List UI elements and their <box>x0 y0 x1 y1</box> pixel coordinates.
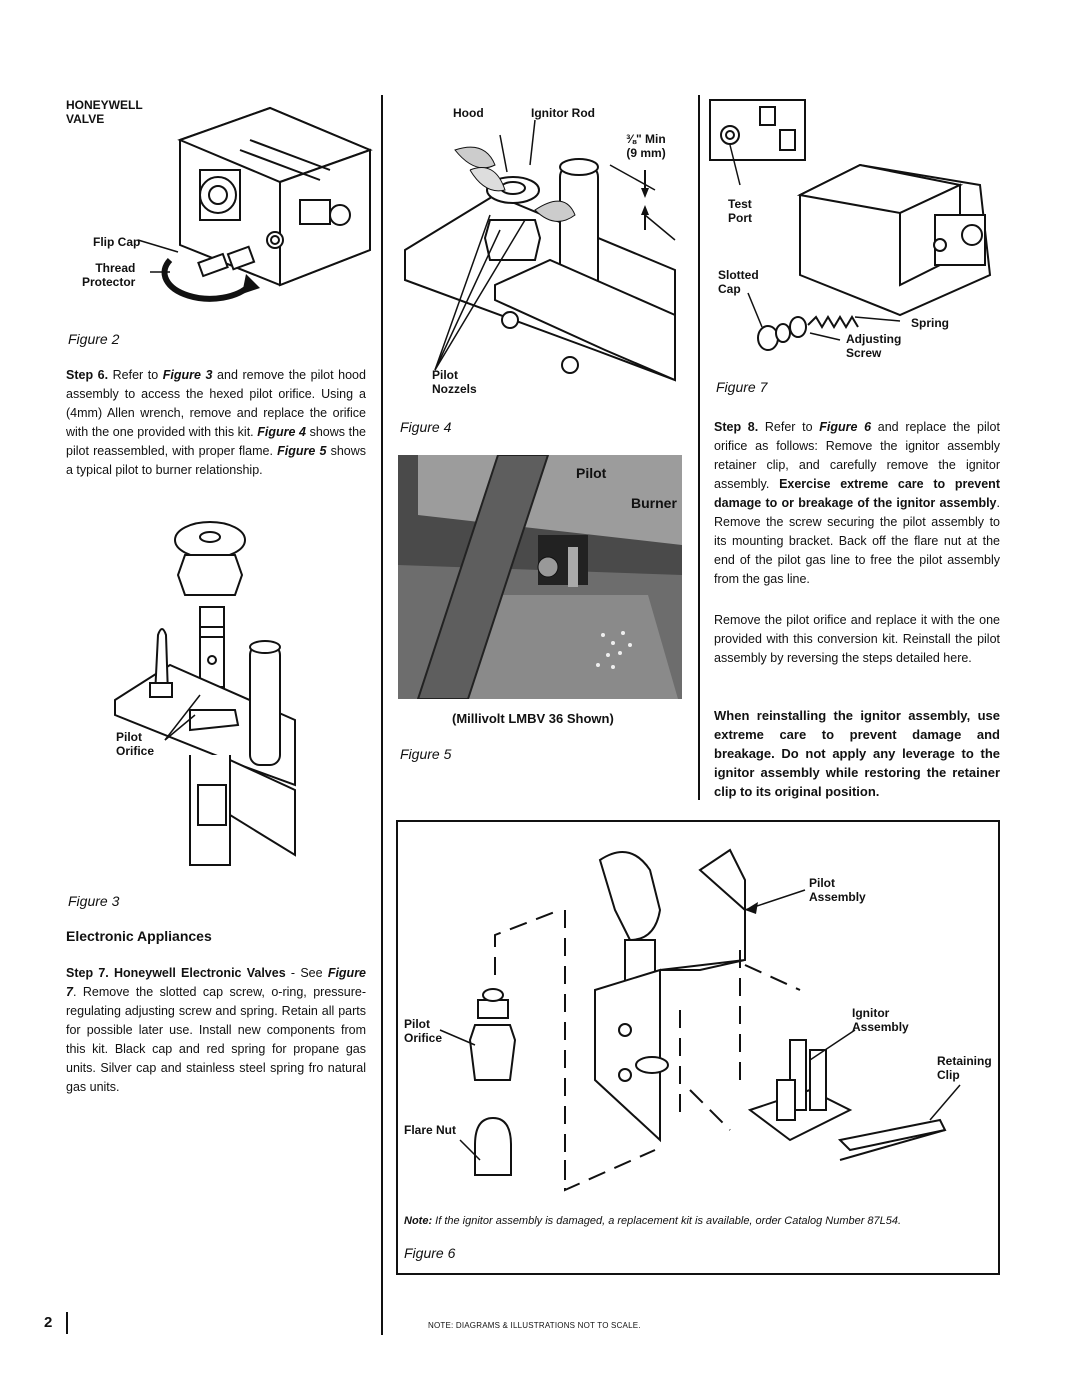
column-rule-right <box>698 95 700 800</box>
label-pilot-nozzels: Pilot Nozzels <box>432 368 477 396</box>
label-test-port: Test Port <box>728 197 752 225</box>
figure-7-ref[interactable]: Figure 7 <box>66 966 367 999</box>
label-retaining-clip: Retaining Clip <box>937 1054 992 1082</box>
label-slotted-cap: Slotted Cap <box>718 268 759 296</box>
label-min-clearance: ⅜" Min (9 mm) <box>626 132 666 160</box>
page-number: 2 <box>44 1314 53 1331</box>
millivolt-subcaption: (Millivolt LMBV 36 Shown) <box>452 711 614 726</box>
pilot-assembly-illustration <box>439 848 961 1192</box>
step-8-caution: Exercise extreme care to prevent damage … <box>714 477 1000 510</box>
figure-7-caption: Figure 7 <box>716 379 768 395</box>
figure-6-note: Note: If the ignitor assembly is damaged… <box>404 1215 902 1227</box>
figure-5-caption: Figure 5 <box>400 746 452 762</box>
label-thread-protector: Thread Protector <box>82 261 136 289</box>
figure-6-ref[interactable]: Figure 6 <box>819 420 872 434</box>
pilot-orifice-illustration <box>114 521 296 866</box>
figure-5-ref[interactable]: Figure 5 <box>277 444 327 458</box>
figure-6-box <box>396 820 1000 1275</box>
page-number-rule <box>66 1312 68 1334</box>
step-6-lead: Step 6. <box>66 368 109 382</box>
label-spring: Spring <box>911 316 949 330</box>
label-flare-nut: Flare Nut <box>404 1123 457 1137</box>
label-pilot-assembly: Pilot Assembly <box>809 876 866 904</box>
column-rule-left <box>381 95 383 1335</box>
pilot-nozzels-illustration <box>404 119 676 382</box>
step-7-paragraph: Step 7. Honeywell Electronic Valves - Se… <box>66 966 367 1094</box>
note-lead: Note: <box>404 1215 433 1227</box>
label-burner-fig5: Burner <box>631 495 677 511</box>
step-8-paragraph: Step 8. Refer to Figure 6 and replace th… <box>714 420 1000 586</box>
label-ignitor-rod: Ignitor Rod <box>531 106 595 120</box>
figure-2-caption: Figure 2 <box>68 331 120 347</box>
pilot-burner-photo: Pilot Burner <box>398 455 682 699</box>
step-7-lead: Step 7. Honeywell Electronic Valves <box>66 966 286 980</box>
figure-4-ref[interactable]: Figure 4 <box>257 425 306 439</box>
label-adjusting-screw: Adjusting Screw <box>846 332 902 360</box>
figure-6-caption: Figure 6 <box>404 1245 456 1261</box>
reinstall-paragraph: Remove the pilot orifice and replace it … <box>714 613 1000 665</box>
figure-3-ref[interactable]: Figure 3 <box>162 368 213 382</box>
footer-note: NOTE: DIAGRAMS & ILLUSTRATIONS NOT TO SC… <box>428 1321 641 1330</box>
label-pilot-orifice-fig3: Pilot Orifice <box>116 730 155 758</box>
label-ignitor-assembly: Ignitor Assembly <box>852 1006 909 1034</box>
label-hood: Hood <box>453 106 484 120</box>
reinstall-warning: When reinstalling the ignitor assembly, … <box>714 708 1000 799</box>
electronic-valve-illustration <box>709 99 992 351</box>
label-flip-cap: Flip Cap <box>93 235 141 249</box>
label-pilot-fig5: Pilot <box>576 465 607 481</box>
step-6-paragraph: Step 6. Refer to Figure 3 and remove the… <box>66 368 367 477</box>
figure-3-caption: Figure 3 <box>68 893 120 909</box>
electronic-appliances-heading: Electronic Appliances <box>66 928 212 944</box>
honeywell-valve-illustration <box>137 106 373 302</box>
figure-4-caption: Figure 4 <box>400 419 452 435</box>
label-honeywell-valve: HONEYWELL VALVE <box>66 98 143 126</box>
step-8-lead: Step 8. <box>714 420 759 434</box>
label-pilot-orifice-fig6: Pilot Orifice <box>404 1017 443 1045</box>
